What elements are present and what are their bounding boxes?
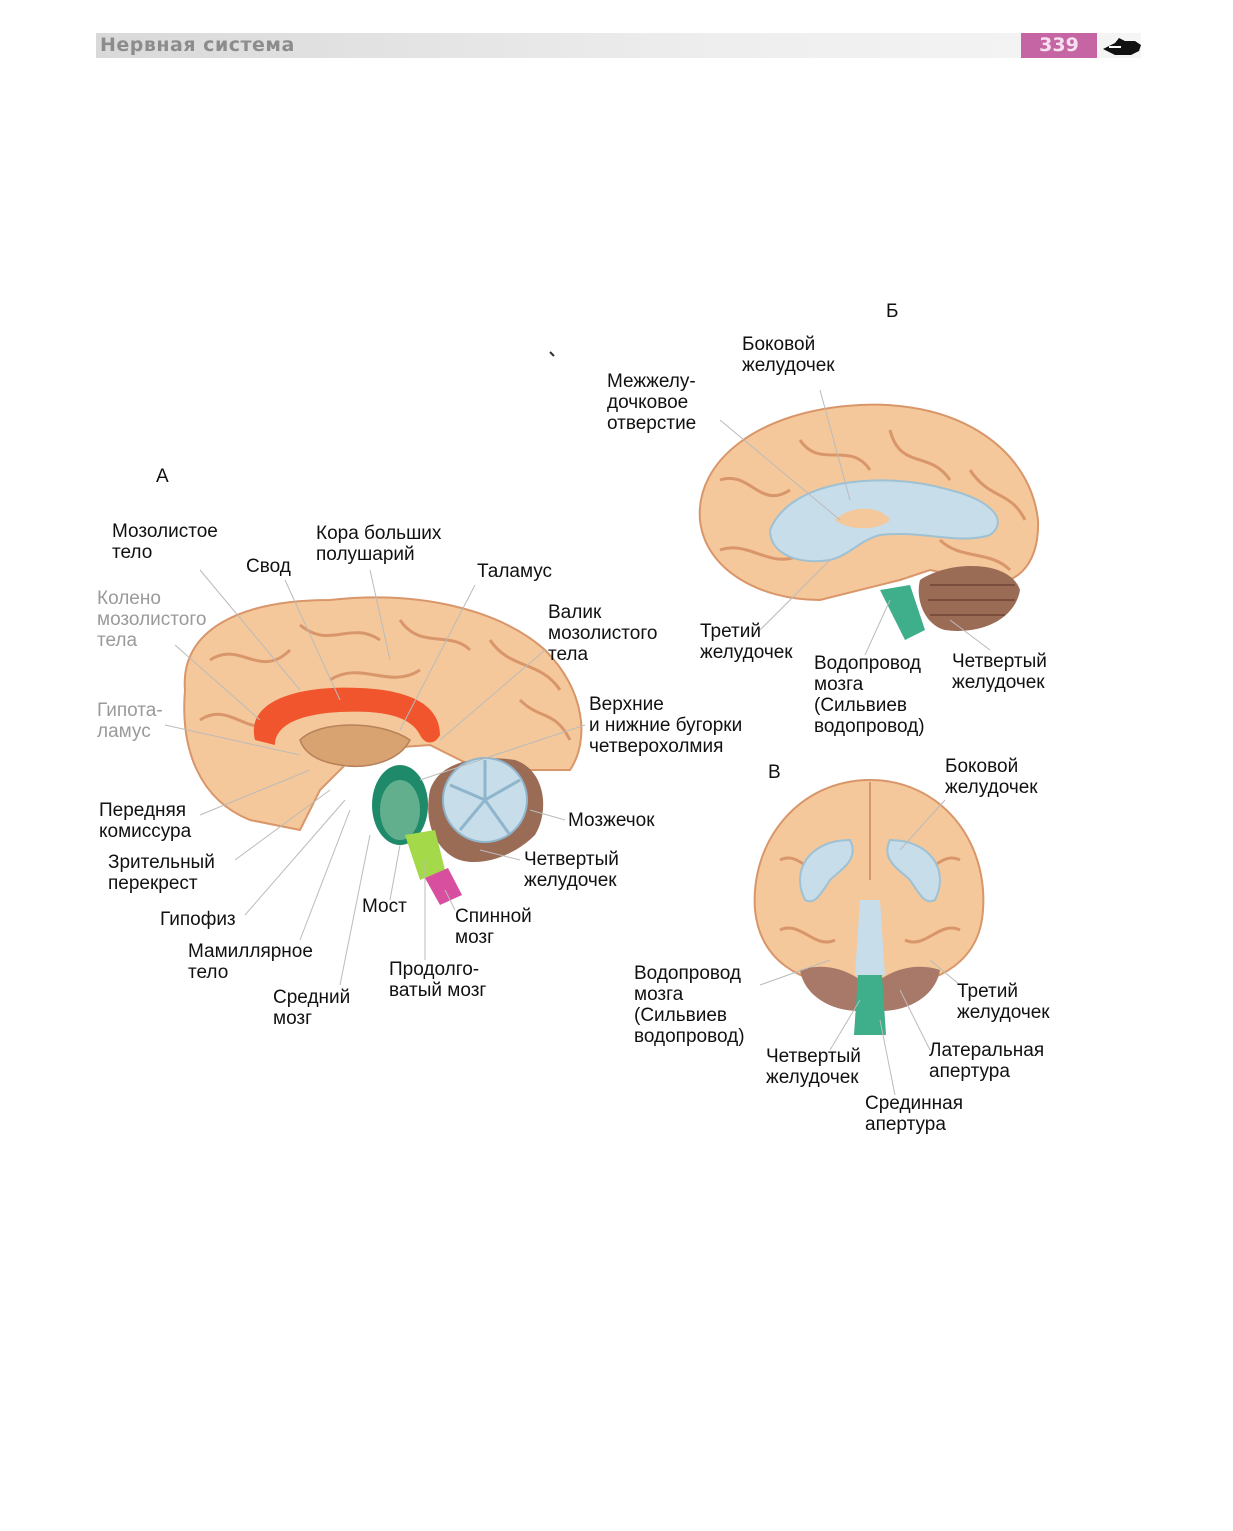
medulla-a <box>405 830 445 880</box>
label-lateral-ventricle-b: Боковой желудочек <box>742 334 835 376</box>
label-thalamus: Таламус <box>477 561 553 582</box>
spinal-cord-a <box>425 868 462 905</box>
label-corpus-callosum: Мозолистое тело <box>112 521 218 563</box>
label-lateral-aperture: Латеральная апертура <box>929 1040 1045 1082</box>
label-interventricular-foramen: Межжелу- дочковое отверстие <box>607 371 697 434</box>
label-aqueduct-b: Водопровод мозга (Сильвиев водопровод) <box>814 653 925 737</box>
pons-a <box>380 780 420 840</box>
label-midbrain: Средний мозг <box>273 987 351 1029</box>
page-number-box <box>1021 33 1097 58</box>
running-header-title: Нервная система <box>100 34 295 56</box>
label-third-ventricle-v: Третий желудочек <box>957 981 1050 1023</box>
label-fourth-ventricle-a: Четвертый желудочек <box>524 849 619 891</box>
label-lateral-ventricle-v: Боковой желудочек <box>945 756 1038 798</box>
label-pons: Мост <box>362 896 407 917</box>
label-fourth-ventricle-v: Четвертый желудочек <box>766 1046 861 1088</box>
label-optic-chiasm: Зрительный перекрест <box>108 852 215 894</box>
label-colliculi: Верхние и нижние бугорки четверохолмия <box>589 694 743 757</box>
brain-lateral-drawing <box>698 403 1040 640</box>
label-medulla: Продолго- ватый мозг <box>389 959 487 1001</box>
panel-letter-v: В <box>768 762 781 783</box>
brainstem-v <box>854 975 886 1035</box>
label-splenium: Валик мозолистого тела <box>548 602 658 665</box>
label-hypothalamus: Гипота- ламус <box>97 700 163 742</box>
label-spinal-cord: Спинной мозг <box>455 906 532 948</box>
leader-lines-a <box>164 569 586 986</box>
label-third-ventricle-b: Третий желудочек <box>700 621 793 663</box>
brain-sagittal-drawing <box>183 596 583 905</box>
brain-frontal-drawing <box>753 778 985 1035</box>
leader-lines-v <box>759 799 961 1096</box>
panel-letter-a: А <box>156 466 169 487</box>
leader-lines-b <box>719 389 991 656</box>
hand-pointer-icon <box>1103 38 1141 55</box>
running-header-bar <box>96 33 1141 58</box>
page-number: 339 <box>1039 34 1079 56</box>
thalamus-a <box>299 724 411 767</box>
lateral-ventricles-v <box>799 838 941 903</box>
label-cortex: Кора больших полушарий <box>316 523 442 565</box>
label-aqueduct-v: Водопровод мозга (Сильвиев водопровод) <box>634 963 745 1047</box>
label-fourth-ventricle-b: Четвертый желудочек <box>952 651 1047 693</box>
brainstem-b <box>880 585 925 640</box>
third-ventricle-v <box>855 900 885 975</box>
label-genu-corpus-callosum: Колено мозолистого тела <box>97 588 207 651</box>
label-cerebellum: Мозжечок <box>568 810 655 831</box>
cerebellum-b <box>918 566 1020 631</box>
label-fornix: Свод <box>246 556 291 577</box>
stray-mark <box>549 351 555 357</box>
panel-letter-b: Б <box>886 301 899 322</box>
label-anterior-commissure: Передняя комиссура <box>99 800 192 842</box>
label-mamillary-body: Мамиллярное тело <box>188 941 313 983</box>
corpus-callosum-a <box>253 687 440 745</box>
label-median-aperture: Срединная апертура <box>865 1093 963 1135</box>
label-pituitary: Гипофиз <box>160 909 236 930</box>
